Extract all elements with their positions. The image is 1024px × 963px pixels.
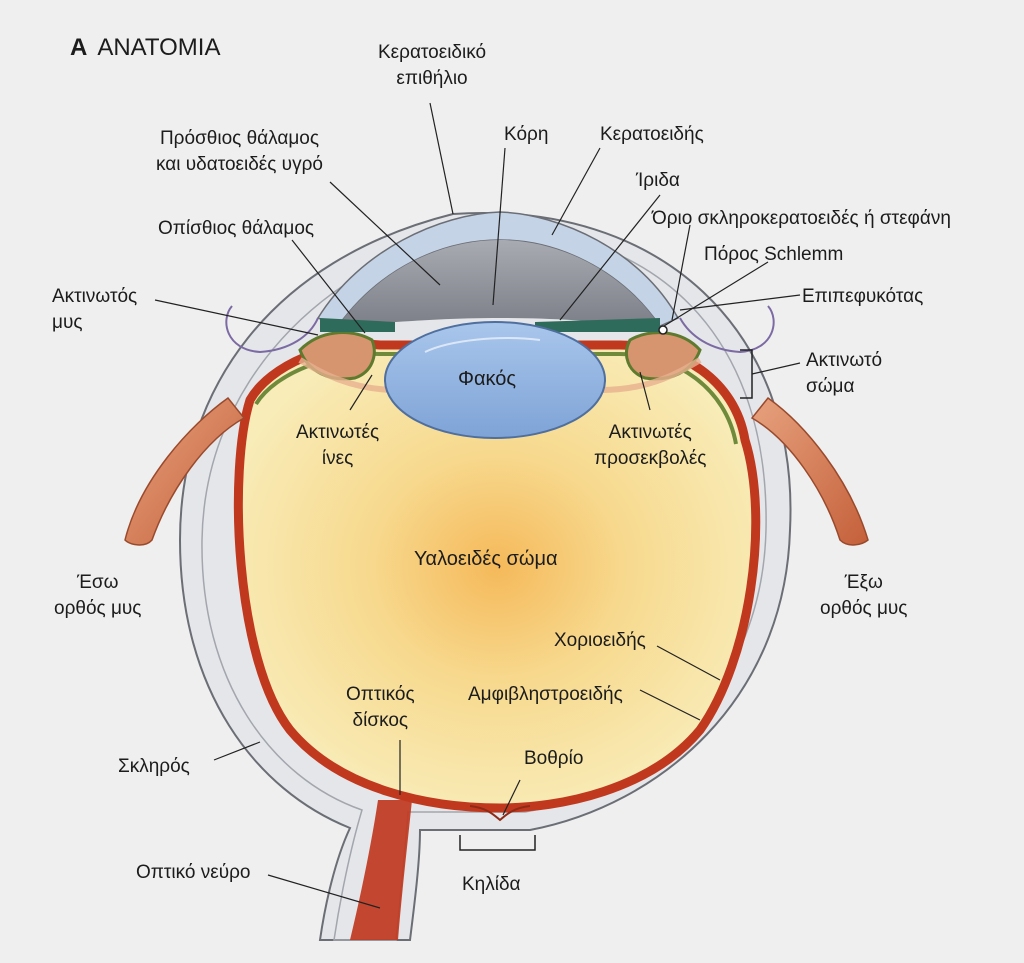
label-sclera: Σκληρός xyxy=(118,756,190,777)
label-optic-nerve: Οπτικό νεύρο xyxy=(136,862,251,883)
label-schlemm-canal: Πόρος Schlemm xyxy=(704,244,844,265)
label-choroid: Χοριοειδής xyxy=(554,630,646,651)
medial-rectus-muscle xyxy=(124,396,246,546)
label-cornea: Κερατοειδής xyxy=(600,124,704,145)
label-pupil: Κόρη xyxy=(504,124,549,145)
lens xyxy=(384,321,606,439)
label-medial-rectus: Έσω ορθός μυς xyxy=(54,572,142,619)
label-corneal-epithelium: Κερατοειδικό επιθήλιο xyxy=(378,42,487,89)
anterior-chamber xyxy=(338,240,660,326)
iris-left xyxy=(320,318,395,332)
title-letter: A xyxy=(70,34,88,61)
label-fovea: Βοθρίο xyxy=(524,748,584,769)
fovea-pit xyxy=(469,805,531,822)
schlemm-canal xyxy=(658,325,668,335)
label-lens: Φακός xyxy=(458,368,517,390)
label-ciliary-body: Ακτινωτό σώμα xyxy=(806,350,883,397)
label-lateral-rectus: Έξω ορθός μυς xyxy=(820,572,908,619)
ciliary-body-left xyxy=(298,331,399,393)
label-iris: Ίριδα xyxy=(636,170,680,191)
label-limbus: Όριο σκληροκερατοειδές ή στεφάνη xyxy=(652,208,951,229)
label-anterior-chamber: Πρόσθιος θάλαμος και υδατοειδές υγρό xyxy=(156,128,323,175)
leader-lines xyxy=(154,102,801,909)
label-vitreous-body: Υαλοειδές σώμα xyxy=(414,548,558,570)
title-text: ANATOMIA xyxy=(97,34,221,61)
optic-nerve-core xyxy=(350,800,412,940)
iris-right xyxy=(535,318,660,332)
label-optic-disc: Οπτικός δίσκος xyxy=(346,684,415,731)
label-retina: Αμφιβληστροειδής xyxy=(468,684,623,705)
label-ciliary-processes: Ακτινωτές προσεκβολές xyxy=(594,422,707,469)
label-posterior-chamber: Οπίσθιος θάλαμος xyxy=(158,218,315,239)
conjunctiva-right-fold xyxy=(679,305,775,354)
conjunctiva-left-fold xyxy=(225,305,319,354)
label-conjunctiva: Επιπεφυκότας xyxy=(802,286,924,307)
label-zonular-fibers: Ακτινωτές ίνες xyxy=(296,422,380,469)
diagram-title: A ANATOMIA xyxy=(70,34,220,62)
label-ciliary-muscle: Ακτινωτός μυς xyxy=(52,286,138,333)
label-macula: Κηλίδα xyxy=(462,874,521,895)
lateral-rectus-muscle xyxy=(750,396,869,546)
macula-bracket xyxy=(459,835,536,851)
